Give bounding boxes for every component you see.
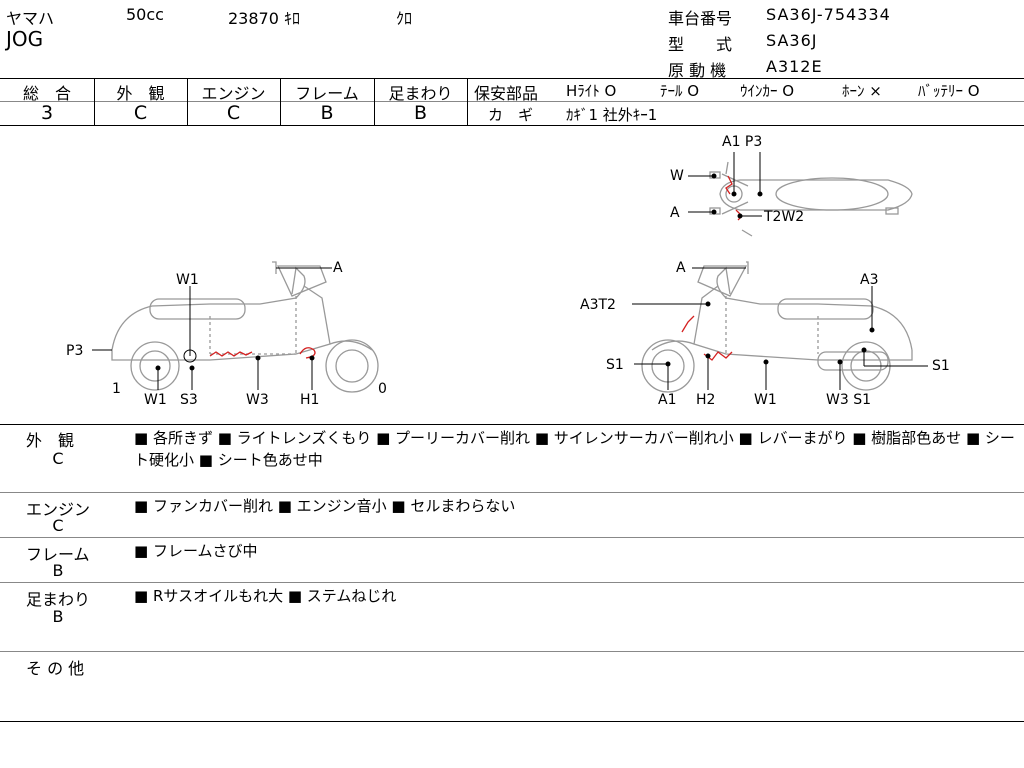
label-right-A3: A3 (860, 272, 878, 288)
grade-label-exterior: 外 観 (116, 84, 165, 103)
label-left-W3: W3 (246, 392, 269, 408)
safety-label: 保安部品 (474, 84, 539, 103)
label-left-A: A (333, 260, 343, 276)
label-left-H1: H1 (300, 392, 319, 408)
remarks-label: そ の 他 (26, 659, 85, 678)
label-right-H2: H2 (696, 392, 715, 408)
label-top-T2W2: T2W2 (763, 209, 804, 225)
displacement: 50cc (126, 5, 164, 24)
label-left-0: 0 (378, 381, 387, 397)
divider (0, 101, 468, 102)
grade-label-suspension: 足まわり (388, 84, 453, 103)
label-top-A: A (670, 205, 680, 221)
remarks-label: 外 観 (26, 431, 75, 450)
color: ｸﾛ (396, 9, 413, 28)
divider (0, 424, 1024, 425)
scooter-right-side (641, 261, 913, 393)
safety-item-winker: ｳｲﾝｶｰ O (740, 82, 795, 100)
engine-label: 原 動 機 (668, 61, 727, 80)
divider (468, 101, 1024, 102)
divider (0, 78, 1024, 79)
divider (0, 492, 1024, 493)
divider (280, 78, 281, 125)
label-left-W1: W1 (144, 392, 167, 408)
grade-label-frame: フレーム (295, 84, 359, 103)
label-left-1: 1 (112, 381, 121, 397)
divider (0, 651, 1024, 652)
label-right-W3S1: W3 S1 (826, 392, 871, 408)
mileage: 23870 ｷﾛ (228, 9, 300, 28)
label-right-A3T2: A3T2 (580, 297, 616, 313)
scooter-top-view (709, 161, 913, 237)
remarks-text: ■ ファンカバー削れ ■ エンジン音小 ■ セルまわらない (134, 497, 516, 515)
safety-item-headlight: Hﾗｲﾄ O (566, 82, 617, 100)
remarks-grade: C (52, 449, 64, 468)
engine-value: A312E (766, 57, 823, 76)
grade-value-overall: 3 (40, 102, 54, 124)
safety-item-tail: ﾃｰﾙ O (660, 82, 700, 100)
label-right-W1: W1 (754, 392, 777, 408)
label-right-S1-left: S1 (606, 357, 624, 373)
divider (374, 78, 375, 125)
label-right-A: A (676, 260, 686, 276)
remarks-grade: B (52, 607, 64, 626)
divider (0, 582, 1024, 583)
grade-value-frame: B (320, 102, 334, 124)
frame-no: SA36J-754334 (766, 5, 891, 24)
label-left-W1-top: W1 (176, 272, 199, 288)
label-right-A1: A1 (658, 392, 676, 408)
divider (467, 78, 468, 125)
remarks-label: フレーム (26, 545, 90, 564)
label-top-W: W (670, 168, 684, 184)
safety-item-horn: ﾎｰﾝ × (842, 82, 882, 100)
remarks-text: ■ フレームさび中 (134, 542, 258, 560)
safety-item-battery: ﾊﾞｯﾃﾘｰ O (918, 82, 980, 100)
type-label: 型 式 (668, 35, 733, 54)
label-left-P3: P3 (66, 343, 83, 359)
label-top-A1P3: A1 P3 (722, 134, 762, 150)
remarks-text: ■ 各所きず ■ ライトレンズくもり ■ プーリーカバー削れ ■ サイレンサーカ… (134, 429, 1015, 469)
divider (0, 125, 1024, 126)
damage-diagram: A W1 P3 1 0 W1 S3 W3 H1 A1 P3 W A T2W2 A… (66, 134, 950, 408)
frame-no-label: 車台番号 (668, 9, 733, 28)
remarks-label: 足まわり (26, 590, 91, 609)
label-left-S3: S3 (180, 392, 198, 408)
divider (0, 721, 1024, 722)
model-name: JOG (6, 27, 44, 51)
type-value: SA36J (766, 31, 818, 50)
key-label: カ ギ (488, 106, 534, 124)
grade-value-engine: C (226, 102, 241, 124)
grade-label-engine: エンジン (201, 84, 266, 103)
remarks-grade: C (52, 516, 64, 535)
maker: ヤマハ (6, 9, 55, 28)
remarks-text: ■ Rサスオイルもれ大 ■ ステムねじれ (134, 587, 397, 605)
key-value: ｶｷﾞ1 社外ｷｰ1 (566, 106, 658, 124)
scooter-left-side (111, 261, 379, 393)
divider (94, 78, 95, 125)
label-right-S1-right: S1 (932, 358, 950, 374)
divider (0, 537, 1024, 538)
grade-value-suspension: B (413, 102, 428, 124)
remarks-grade: B (52, 561, 64, 580)
remarks-label: エンジン (26, 500, 91, 519)
divider (187, 78, 188, 125)
grade-label-overall: 総 合 (22, 84, 71, 103)
grade-value-exterior: C (133, 102, 148, 124)
